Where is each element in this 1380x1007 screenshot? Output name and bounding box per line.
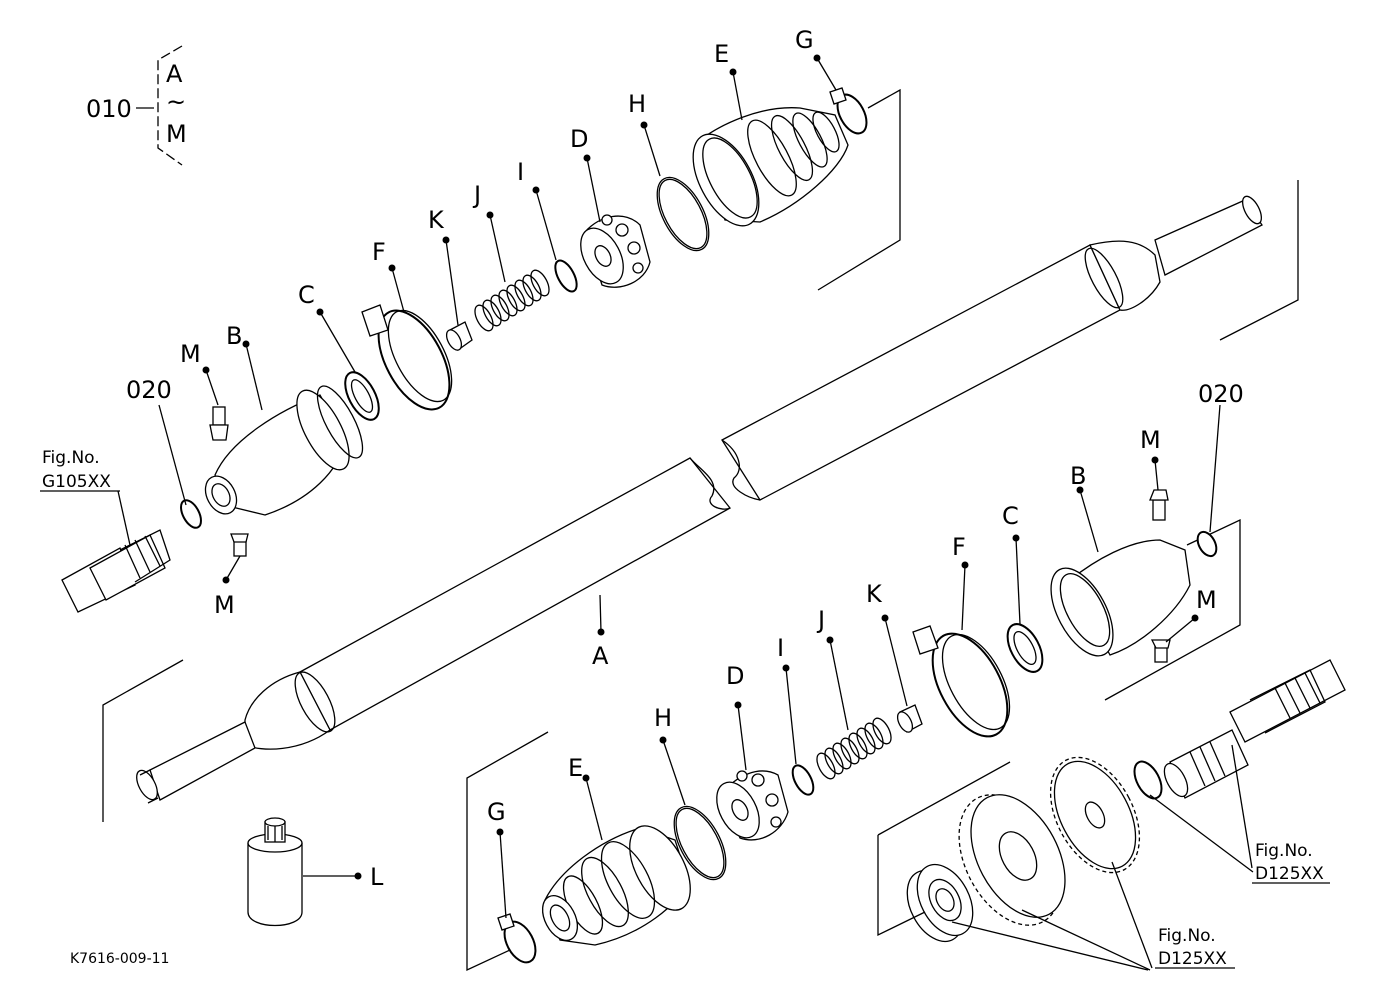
label-b-lower: B	[1070, 462, 1086, 490]
label-f-upper: F	[372, 238, 386, 266]
drawing-code: K7616-009-11	[70, 951, 169, 967]
fig-ref-bottom-title: Fig.No.	[1158, 926, 1216, 946]
lower-joint-assembly: 020 B M M C F K	[466, 380, 1244, 972]
group-ref-end: M	[166, 120, 187, 148]
label-h-upper: H	[628, 90, 646, 118]
label-b-upper: B	[226, 322, 242, 350]
label-f-lower: F	[952, 533, 966, 561]
label-d-lower: D	[726, 662, 744, 690]
label-m-upper-2: M	[214, 591, 235, 619]
label-e-lower: E	[568, 754, 583, 782]
group-ref-sep: ~	[166, 88, 186, 116]
label-m-upper-1: M	[180, 340, 201, 368]
part-l-grease-can: L	[247, 817, 384, 927]
label-g-lower: G	[487, 798, 506, 826]
fig-ref-left-code: G105XX	[42, 472, 111, 492]
label-d-upper: D	[570, 125, 588, 153]
label-g-upper: G	[795, 26, 814, 54]
label-i-upper: I	[517, 158, 524, 186]
label-k-lower: K	[866, 580, 883, 608]
fig-ref-bottom: Fig.No. D125XX	[1155, 926, 1235, 969]
label-i-lower: I	[777, 634, 784, 662]
fig-ref-bottom-code: D125XX	[1158, 949, 1227, 969]
label-c-lower: C	[1002, 502, 1019, 530]
label-020-lower: 020	[1198, 380, 1244, 408]
fig-ref-left-title: Fig.No.	[42, 448, 100, 468]
label-k-upper: K	[428, 206, 445, 234]
label-c-upper: C	[298, 281, 315, 309]
label-j-upper: J	[472, 181, 481, 209]
label-j-lower: J	[816, 606, 825, 634]
label-e-upper: E	[714, 40, 729, 68]
label-m-lower-2: M	[1196, 586, 1217, 614]
group-ref-number: 010	[86, 95, 132, 123]
label-l: L	[370, 863, 384, 891]
part-a-drive-shaft: A	[102, 180, 1299, 822]
transmission-parts	[877, 659, 1346, 971]
group-reference: 010 A ~ M	[86, 45, 187, 166]
fig-ref-right-title: Fig.No.	[1255, 841, 1313, 861]
upper-joint-assembly: 020 B M M C F	[61, 26, 901, 619]
label-020-upper: 020	[126, 376, 172, 404]
fig-ref-right-code: D125XX	[1255, 864, 1324, 884]
label-m-lower-1: M	[1140, 426, 1161, 454]
fig-ref-right: Fig.No. D125XX	[1252, 841, 1330, 884]
group-ref-start: A	[166, 60, 183, 88]
fig-ref-left: Fig.No. G105XX	[40, 448, 131, 546]
label-h-lower: H	[654, 704, 672, 732]
label-a: A	[592, 642, 609, 670]
